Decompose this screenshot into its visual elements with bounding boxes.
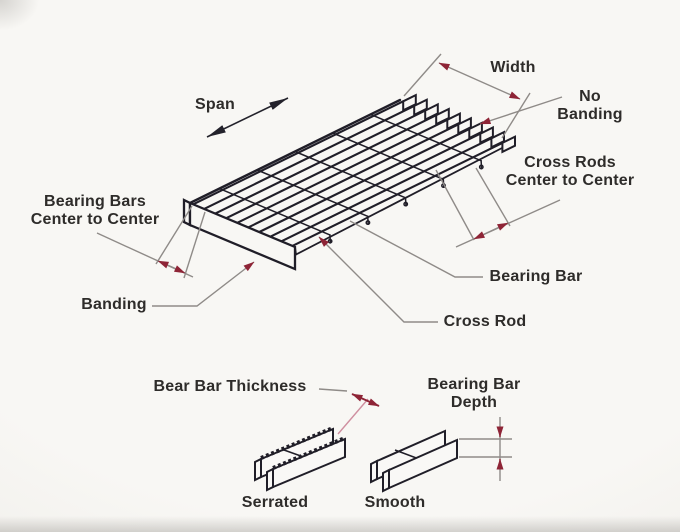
smooth-bar-detail bbox=[370, 429, 458, 493]
cross-rod-label: Cross Rod bbox=[443, 313, 527, 330]
smooth-label: Smooth bbox=[364, 494, 426, 511]
banding-label: Banding bbox=[81, 296, 147, 313]
bottom-shading bbox=[0, 516, 680, 532]
grating-panel bbox=[182, 93, 516, 271]
bearing-bar-depth-label: Bearing Bar Depth bbox=[427, 376, 521, 411]
dimension-lines bbox=[96, 53, 563, 481]
no-banding-label: No Banding bbox=[557, 88, 623, 123]
cross-rods-c2c-dimension bbox=[435, 167, 561, 248]
banding-plate bbox=[182, 198, 297, 271]
bearing-bar-label: Bearing Bar bbox=[489, 268, 583, 285]
bearing-bars-c2c-label: Bearing Bars Center to Center bbox=[30, 193, 160, 228]
bear-bar-thickness-label: Bear Bar Thickness bbox=[153, 378, 307, 395]
bearing-bar-leader bbox=[349, 220, 483, 278]
cross-rods bbox=[218, 113, 484, 244]
thickness-dimension bbox=[318, 388, 380, 435]
serrated-label: Serrated bbox=[241, 494, 309, 511]
cross-rod-leader bbox=[318, 236, 438, 323]
cross-rods-c2c-label: Cross Rods Center to Center bbox=[505, 154, 635, 189]
width-dimension bbox=[403, 53, 531, 139]
span-arrow bbox=[206, 97, 289, 138]
serrated-bar-detail bbox=[254, 426, 346, 492]
no-banding-leader bbox=[479, 96, 563, 125]
span-label: Span bbox=[195, 96, 235, 113]
bar-end-overhangs bbox=[402, 93, 516, 154]
corner-shading bbox=[0, 0, 70, 55]
bearing-bars-c2c-dimension bbox=[96, 205, 206, 279]
banding-leader bbox=[152, 261, 255, 307]
width-label: Width bbox=[490, 59, 536, 76]
depth-dimension bbox=[459, 417, 512, 481]
